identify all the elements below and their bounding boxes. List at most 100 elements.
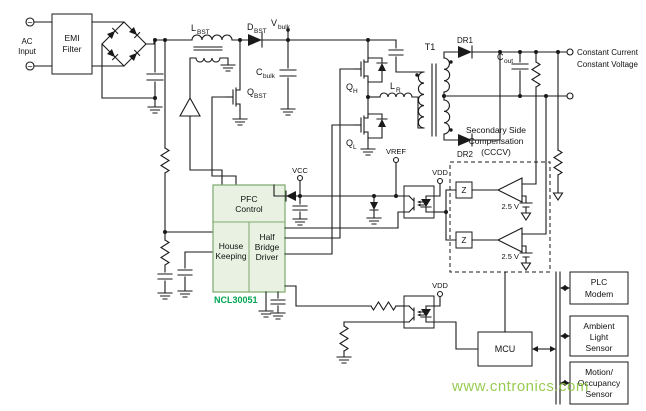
comm-bus: [532, 271, 570, 405]
c-out-label: C: [497, 52, 504, 62]
ground-icon: [366, 217, 382, 225]
compensation-title: Compensation: [469, 136, 524, 146]
vdd-terminal: [436, 290, 444, 298]
ground-icon: [280, 108, 296, 116]
l-r-sub: R: [396, 87, 401, 94]
bridge-diode-icon: [106, 48, 119, 61]
half-bridge-driver-label: Bridge: [255, 242, 280, 252]
vcc-node: VCC VREF: [273, 147, 406, 226]
junction-dots: [153, 28, 560, 234]
comparator-icon: [496, 227, 523, 253]
ambient-light-sensor-block: Ambient Light Sensor: [569, 315, 629, 357]
c-out-sub: out: [504, 58, 513, 65]
output-mode-label: Constant Voltage: [577, 60, 638, 69]
ground-icon: [360, 148, 376, 156]
q-h-label: Q: [346, 82, 353, 92]
phase-dot-icon: [449, 60, 453, 64]
resistor-icon: [531, 61, 541, 88]
ground-icon: [157, 292, 173, 300]
ambient-light-sensor-label: Light: [590, 332, 609, 342]
c-bulk-label: C: [256, 67, 263, 77]
v-bulk-label: V: [271, 18, 277, 28]
half-bridge-driver-label: Driver: [256, 252, 279, 262]
q-h-sub: H: [353, 88, 358, 95]
vdd-label: VDD: [432, 168, 448, 177]
vcc-diode-icon: [286, 191, 296, 201]
plc-modem-block: PLC Modem: [569, 271, 629, 305]
secondary-ground-icon: [520, 259, 532, 271]
output-stage: DR1 DR2 C out Constant Current Constant …: [443, 36, 639, 159]
motion-sensor-label: Sensor: [586, 389, 613, 399]
vref-2v5-label: 2.5 V: [501, 202, 519, 211]
dr2-diode-icon: [458, 134, 472, 146]
ground-icon: [258, 310, 274, 318]
secondary-winding-icon: [443, 57, 451, 93]
bridge-rectifier: [91, 21, 164, 114]
vref-terminal: [392, 156, 400, 164]
ambient-light-sensor-label: Ambient: [583, 321, 615, 331]
vcc-label: VCC: [292, 166, 308, 175]
emi-filter-block: EMI Filter: [51, 13, 93, 75]
output-terminal-positive: [566, 48, 574, 56]
primary-winding-icon: [417, 71, 425, 129]
mosfet-icon: [353, 55, 369, 83]
pfc-control-label: Control: [235, 204, 263, 214]
bus-arrow-icon: [564, 333, 570, 339]
dr2-label: DR2: [457, 150, 474, 159]
resistor-icon: [553, 149, 563, 176]
mcu-block: MCU: [477, 271, 533, 367]
pfc-control-label: PFC: [241, 194, 258, 204]
resistor-icon: [160, 147, 170, 174]
boost-mosfet: Q BST: [211, 39, 267, 186]
compensation-title: (CCCV): [481, 147, 511, 157]
plc-modem-label: PLC: [591, 277, 608, 287]
controller-ic: PFC Control House Keeping Half Bridge Dr…: [212, 184, 286, 320]
half-bridge: Q H Q L L R: [284, 39, 425, 255]
motion-occupancy-sensor-block: Motion/ Occupancy Sensor: [569, 361, 629, 405]
house-keeping-label: Keeping: [215, 251, 246, 261]
q-l-sub: L: [353, 144, 357, 151]
output-terminal-return: [566, 92, 574, 100]
comparator-icon: [496, 177, 523, 203]
ac-source: ~ ~ AC Input: [18, 17, 53, 72]
transformer-t1: T1: [415, 42, 453, 137]
half-bridge-driver-label: Half: [259, 232, 275, 242]
ground-icon: [270, 312, 286, 320]
secondary-ground-icon: [552, 189, 564, 201]
reference-battery-icon: [519, 202, 533, 208]
t1-label: T1: [425, 42, 436, 52]
ground-icon: [336, 356, 352, 364]
vref-2v5-label: 2.5 V: [501, 252, 519, 261]
ground-icon: [147, 106, 163, 114]
v-bulk-sub: bulk: [278, 24, 291, 31]
bulk-cap-icon: [279, 39, 297, 109]
bus-arrow-icon: [564, 380, 570, 386]
l-r-label: L: [390, 81, 395, 91]
aux-winding-icon: [195, 57, 221, 63]
vdd-terminal: [436, 177, 444, 185]
ground-icon: [292, 218, 308, 226]
dr1-label: DR1: [457, 36, 474, 45]
q-bst-sub: BST: [254, 93, 267, 100]
house-keeping-label: House: [219, 241, 244, 251]
mcu-label: MCU: [495, 344, 516, 354]
body-diode-icon: [378, 63, 386, 71]
l-bst-sub: BST: [197, 29, 210, 36]
reference-battery-icon: [519, 252, 533, 258]
bridge-diode-icon: [106, 27, 119, 40]
vdd-label: VDD: [432, 281, 448, 290]
watermark: www.cntronics.com: [451, 378, 589, 395]
optocoupler-icon: [403, 185, 435, 219]
mosfet-icon: [225, 83, 241, 111]
d-bst-label: D: [247, 22, 254, 32]
boost-rail: L BST D BST: [153, 22, 397, 48]
phase-dot-icon: [415, 73, 419, 77]
dr1-diode-icon: [458, 46, 472, 58]
compensation-box: Secondary Side Compensation (CCCV) Z 2.5…: [445, 125, 551, 273]
l-bst-label: L: [191, 23, 196, 33]
q-bst-label: Q: [247, 87, 254, 97]
motion-sensor-label: Motion/: [585, 367, 614, 377]
zener-label: Z: [462, 236, 467, 245]
emi-filter-label: EMI: [64, 33, 79, 43]
